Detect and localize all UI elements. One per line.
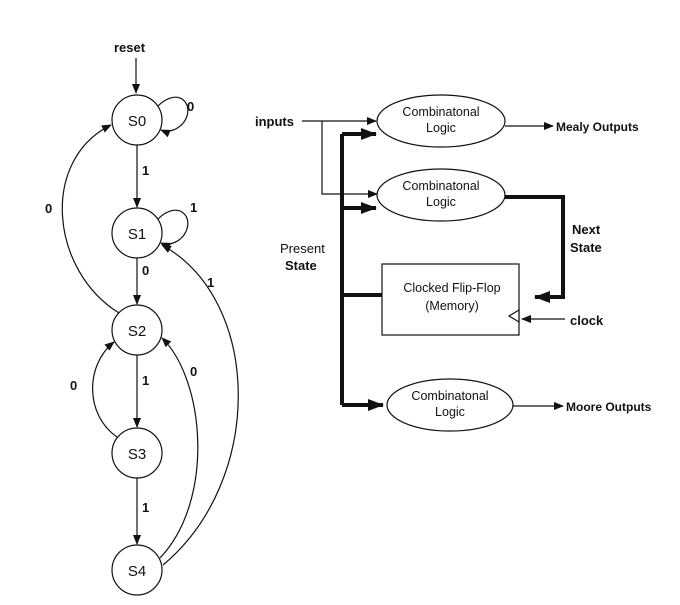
state-s1-label: S1: [128, 226, 146, 243]
next-state-label-line1: Next: [572, 222, 601, 237]
transition-s2-s0-label: 0: [45, 201, 52, 216]
flipflop-line1: Clocked Flip-Flop: [403, 281, 500, 295]
flipflop-box: Clocked Flip-Flop (Memory): [381, 263, 520, 336]
inputs-to-comb-mid: [321, 121, 378, 198]
moore-outputs-label: Moore Outputs: [566, 400, 652, 414]
comb-logic-bottom: Combinatonal Logic: [386, 378, 514, 432]
inputs-label: inputs: [255, 114, 294, 129]
next-state-line: [505, 195, 565, 303]
transition-s1-s1: [157, 209, 189, 251]
transition-s2-s3-label: 1: [142, 373, 149, 388]
transition-s3-s2-label: 0: [70, 378, 77, 393]
state-s4-label: S4: [128, 563, 146, 580]
comb-logic-top-line2: Logic: [426, 121, 456, 135]
comb-logic-mid-line1: Combinatonal: [402, 179, 479, 193]
state-s4: S4: [111, 544, 163, 596]
comb-logic-mid-line2: Logic: [426, 195, 456, 209]
state-s2-label: S2: [128, 323, 146, 340]
transition-s0-s0: [157, 96, 189, 138]
comb-logic-bottom-line2: Logic: [435, 405, 465, 419]
transition-s4-s1-label: 1: [207, 275, 214, 290]
block-diagram: inputs Present State Combinatonal Logic …: [255, 94, 652, 432]
state-diagram: reset S0 S1 S2 S3 S4 0 1 1: [45, 40, 239, 596]
transition-s1-s2-label: 0: [142, 263, 149, 278]
transition-s3-s2: [92, 341, 118, 438]
present-state-label-line1: Present: [280, 241, 325, 256]
clock-input-triangle: [507, 308, 520, 324]
state-s2: S2: [111, 304, 163, 356]
reset-label: reset: [114, 40, 146, 55]
transition-s0-s1-label: 1: [142, 163, 149, 178]
clock-label: clock: [570, 313, 604, 328]
comb-logic-bottom-line1: Combinatonal: [411, 389, 488, 403]
state-s0: S0: [111, 94, 163, 146]
transition-s3-s4-label: 1: [142, 500, 149, 515]
state-s3-label: S3: [128, 446, 146, 463]
transition-s2-s0: [61, 124, 120, 314]
comb-logic-top: Combinatonal Logic: [376, 94, 506, 148]
state-s3: S3: [111, 427, 163, 479]
next-state-label-line2: State: [570, 240, 602, 255]
mealy-outputs-label: Mealy Outputs: [556, 120, 639, 134]
state-s1: S1: [111, 207, 163, 259]
transition-s0-s0-label: 0: [187, 99, 194, 114]
present-state-label-line2: State: [285, 258, 317, 273]
transition-s4-s2: [159, 337, 199, 559]
comb-logic-top-line1: Combinatonal: [402, 105, 479, 119]
transition-s4-s1: [161, 244, 239, 566]
transition-s4-s2-label: 0: [190, 364, 197, 379]
comb-logic-mid: Combinatonal Logic: [376, 168, 506, 222]
flipflop-line2: (Memory): [425, 299, 478, 313]
state-s0-label: S0: [128, 113, 146, 130]
transition-s1-s1-label: 1: [190, 200, 197, 215]
